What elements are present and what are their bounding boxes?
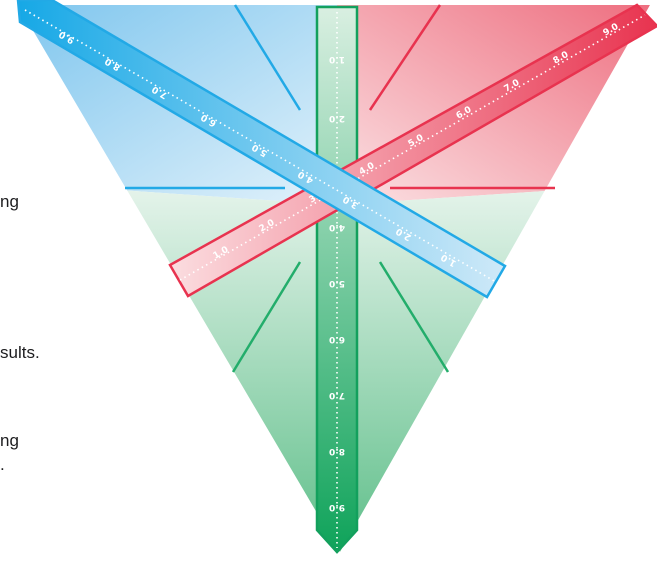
green-tick-label: 2.0 [329, 113, 345, 123]
green-tick-label: 6.0 [329, 334, 345, 344]
green-tick-label: 9.0 [329, 502, 345, 512]
green-tick-label: 5.0 [329, 278, 345, 288]
text-fragment-3: ng [0, 431, 19, 450]
green-tick-label: 8.0 [329, 446, 345, 456]
text-fragment-1: ng [0, 192, 19, 211]
green-tick-label: 4.0 [329, 222, 345, 232]
text-fragment-2: sults. [0, 343, 40, 362]
blue-ruler: 1.02.03.04.05.06.07.08.09.0 [16, 0, 507, 299]
green-tick-label: 1.0 [329, 54, 345, 64]
text-fragment-4: . [0, 455, 5, 474]
green-ruler: 1.02.03.04.05.06.07.08.09.0 [315, 5, 359, 554]
guide-lines [125, 4, 555, 373]
green-tick-label: 7.0 [329, 390, 345, 400]
